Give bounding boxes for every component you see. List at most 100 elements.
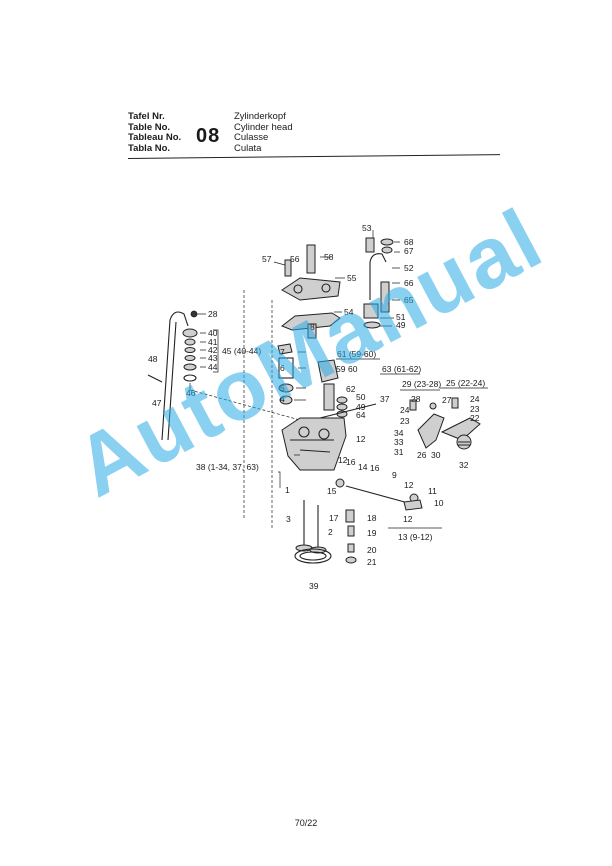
- title-en: Cylinder head: [234, 121, 293, 133]
- head-port: [298, 426, 310, 438]
- adjuster-24: [409, 399, 417, 411]
- bracket-hole: [293, 284, 303, 294]
- head-ribs: [290, 439, 334, 453]
- callout-10: 10: [434, 498, 444, 508]
- callout-57: 57: [262, 254, 272, 264]
- group-line-29-25: [400, 387, 488, 391]
- callout-34: 34: [394, 428, 404, 438]
- pipe-52: [369, 253, 387, 300]
- gasket-54: [280, 312, 341, 331]
- callout-28b: 28: [411, 394, 421, 404]
- table-header: Tafel Nr. Table No. Tableau No. Tabla No…: [127, 111, 500, 160]
- callout-37: 37: [380, 394, 390, 404]
- callout-68: 68: [404, 237, 414, 247]
- stud-57: [284, 259, 292, 277]
- callout-65: 65: [404, 295, 414, 305]
- callout-43: 43: [208, 353, 218, 363]
- callout-64: 64: [356, 410, 366, 420]
- label-en: Table No.: [128, 121, 171, 133]
- washer-67: [381, 246, 393, 254]
- callout-14: 14: [358, 462, 368, 472]
- callout-20: 20: [367, 545, 377, 555]
- callout-23b: 23: [470, 404, 480, 414]
- callout-55: 55: [347, 273, 357, 283]
- screw-48: [147, 374, 163, 383]
- callout-52: 52: [404, 263, 414, 273]
- callout-18: 18: [367, 513, 377, 523]
- callout-12a: 12: [356, 434, 366, 444]
- callout-49b: 49: [356, 402, 366, 412]
- callout-42: 42: [208, 345, 218, 355]
- callout-50: 50: [356, 392, 366, 402]
- leader-lines-mid: [294, 351, 306, 456]
- stud-17: [345, 509, 355, 523]
- tappet-knurl: [458, 441, 470, 446]
- callout-28a: 28: [208, 309, 218, 319]
- group-bracket-45: [213, 329, 219, 373]
- callout-4: 4: [280, 394, 285, 404]
- callout-12c: 12: [404, 480, 414, 490]
- callout-24b: 24: [470, 394, 480, 404]
- callout-40: 40: [208, 328, 218, 338]
- guide-line: [189, 389, 301, 421]
- callout-16a: 16: [346, 457, 356, 467]
- spring-seat-5: [278, 383, 294, 393]
- label-de: Tafel Nr.: [128, 111, 165, 122]
- shaft-end-15: [335, 478, 345, 488]
- callout-49a: 49: [396, 320, 406, 330]
- banjo-bolt-28: [190, 310, 198, 318]
- head-port: [318, 428, 330, 440]
- callout-46: 46: [186, 388, 196, 398]
- callout-44: 44: [208, 362, 218, 372]
- bracket-hole: [321, 283, 331, 293]
- callout-47: 47: [152, 398, 162, 408]
- oil-pipe-47-inner: [167, 321, 177, 441]
- callout-58: 58: [324, 252, 334, 262]
- nut-20: [347, 543, 355, 553]
- callout-2: 2: [328, 527, 333, 537]
- callout-6: 6: [280, 363, 285, 373]
- table-number: 08: [196, 125, 221, 147]
- washer-43: [184, 355, 196, 361]
- group-61: 61 (59-60): [337, 349, 376, 359]
- callout-27: 27: [442, 395, 452, 405]
- oil-pipe-47: [161, 311, 189, 441]
- leader-lines: [273, 230, 400, 327]
- nut-27: [429, 402, 437, 410]
- callout-16b: 16: [370, 463, 380, 473]
- bolt-58: [306, 244, 316, 274]
- group-63: 63 (61-62): [382, 364, 421, 374]
- page-number: 70/22: [294, 818, 318, 828]
- callout-39: 39: [309, 581, 319, 591]
- callout-33: 33: [394, 437, 404, 447]
- table-titles: Zylinderkopf Cylinder head Culasse Culat…: [234, 111, 293, 154]
- washer-49: [363, 321, 381, 329]
- title-es: Culata: [234, 142, 262, 154]
- callout-26: 26: [417, 450, 427, 460]
- adjuster-8: [307, 323, 317, 339]
- ring-46: [183, 374, 197, 382]
- callout-30: 30: [431, 450, 441, 460]
- title-fr: Culasse: [234, 132, 269, 143]
- leader-lines-left: [189, 313, 206, 390]
- injector-body-62: [323, 383, 335, 411]
- washer-44: [183, 363, 197, 371]
- callout-7: 7: [280, 347, 285, 357]
- callout-62: 62: [346, 384, 356, 394]
- group-25: 25 (22-24): [446, 378, 485, 388]
- label-fr: Tableau No.: [128, 132, 182, 143]
- cylinder-head-block: [281, 417, 347, 471]
- callout-24a: 24: [400, 405, 410, 415]
- head-gasket-39-inner: [299, 551, 327, 561]
- washer-41: [184, 338, 196, 346]
- nozzle-holder-51: [363, 303, 379, 319]
- callout-66: 66: [404, 278, 414, 288]
- washer-21: [345, 556, 357, 564]
- callout-22: 22: [470, 413, 480, 423]
- callout-15: 15: [327, 486, 337, 496]
- callout-51: 51: [396, 312, 406, 322]
- washer-49b: [336, 403, 348, 411]
- washer-68: [380, 238, 394, 246]
- rocker-10: [403, 499, 423, 511]
- fitting-40: [182, 328, 198, 338]
